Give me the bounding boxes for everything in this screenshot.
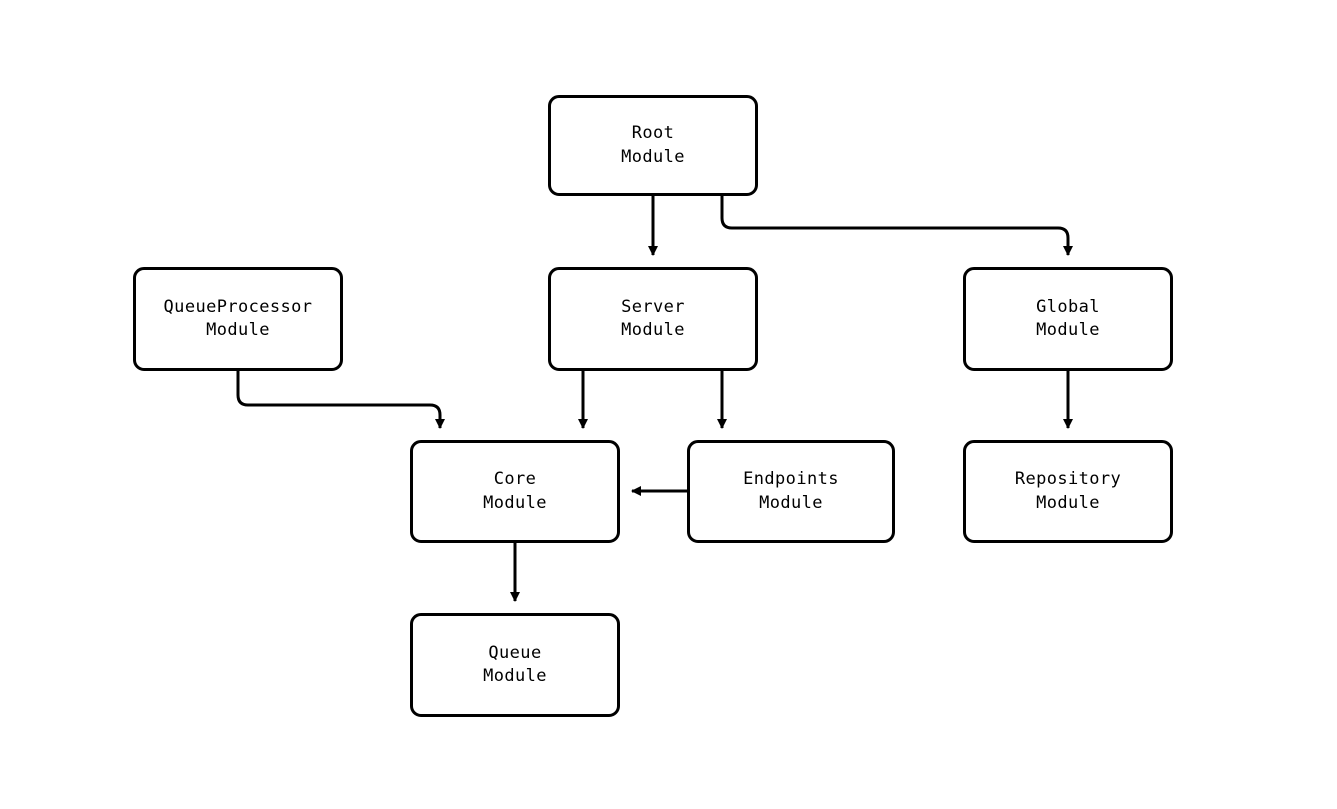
node-core-title: Core	[493, 469, 537, 490]
node-server-title: Server	[621, 296, 685, 317]
node-global-title: Global	[1036, 296, 1100, 317]
node-queueprocessor-title: QueueProcessor	[163, 296, 313, 317]
node-root-subtitle: Module	[621, 146, 685, 167]
node-repository-title: Repository	[1014, 469, 1122, 490]
node-endpoints-title: Endpoints	[743, 469, 839, 490]
node-queueprocessor-subtitle: Module	[206, 320, 270, 340]
node-repository-subtitle: Module	[1036, 492, 1100, 513]
node-server-subtitle: Module	[621, 320, 685, 340]
node-endpoints-subtitle: Module	[759, 492, 823, 513]
node-queue-title: Queue	[488, 642, 542, 663]
node-queue-subtitle: Module	[483, 666, 547, 686]
node-global-subtitle: Module	[1036, 320, 1100, 340]
node-root-title: Root	[631, 123, 675, 144]
edge-queueprocessor-core	[236, 371, 445, 429]
edge-root-global	[720, 196, 1073, 256]
node-core-subtitle: Module	[483, 492, 547, 513]
